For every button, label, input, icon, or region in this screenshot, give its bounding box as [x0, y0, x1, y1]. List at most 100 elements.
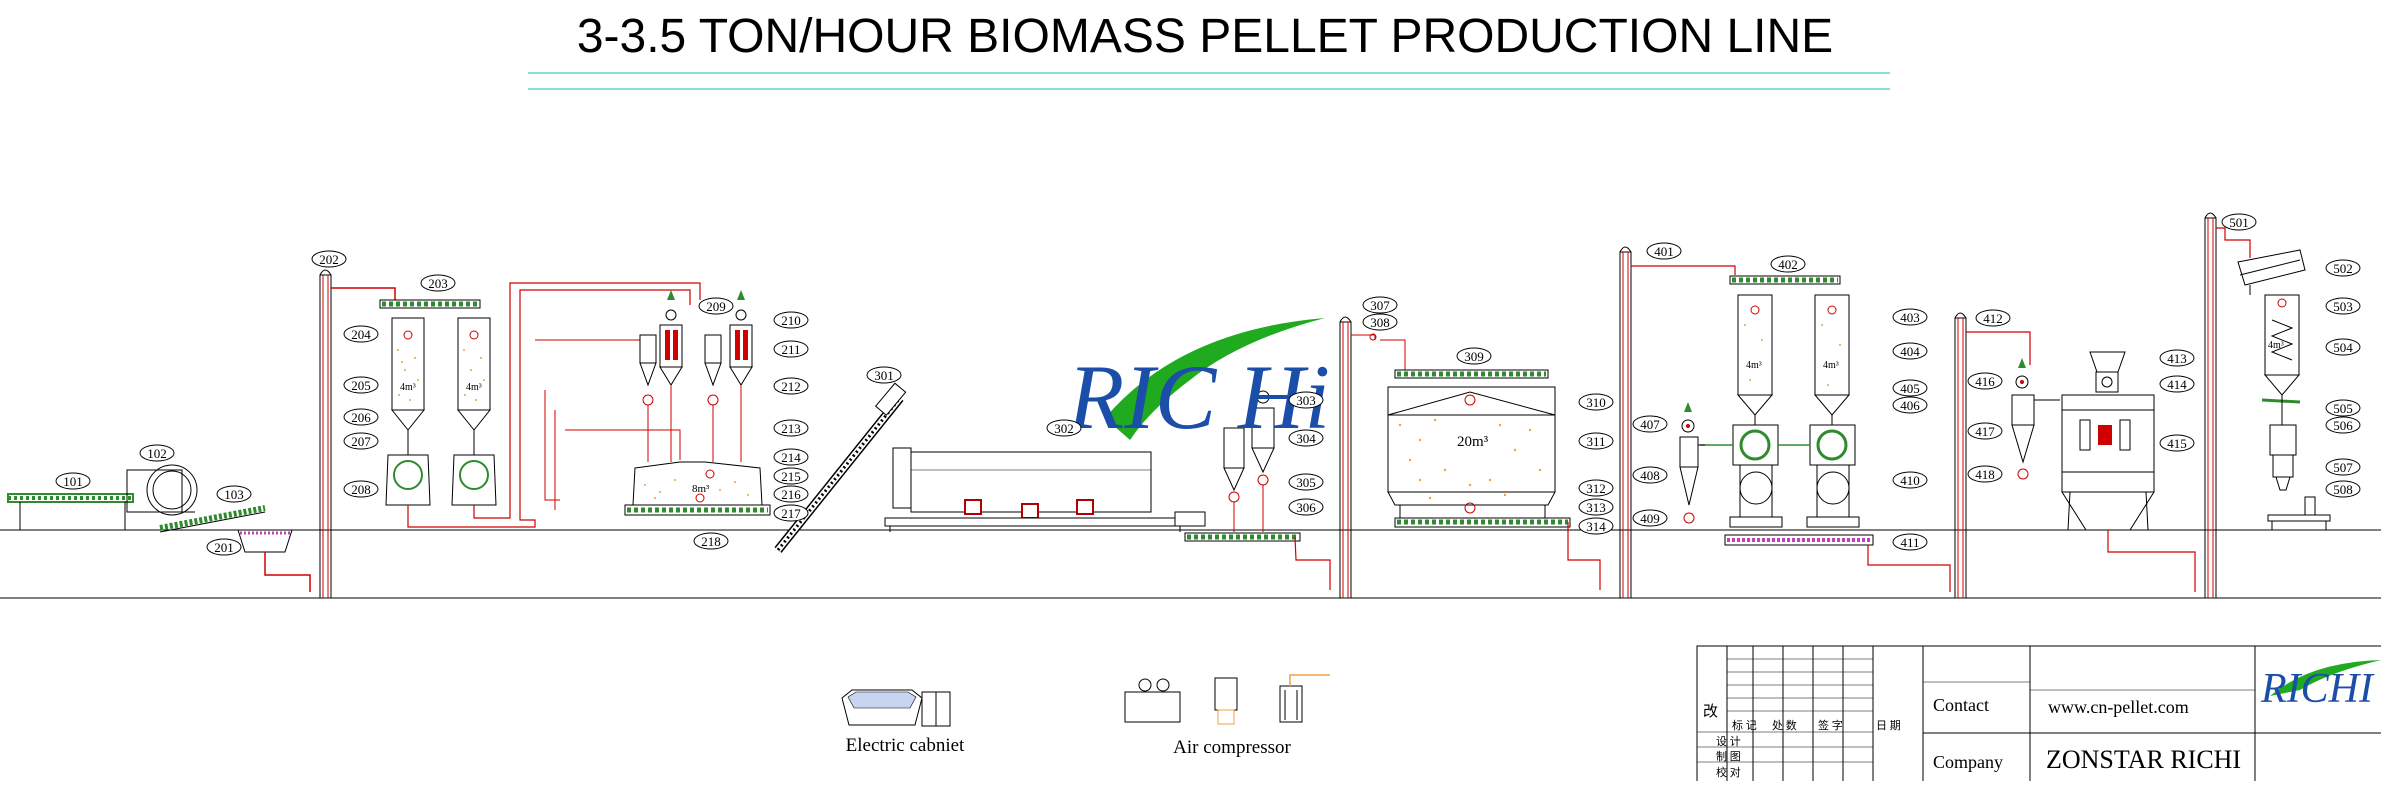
callout-313: 313: [1578, 498, 1614, 516]
callout-302: 302: [1046, 419, 1082, 437]
callout-405: 405: [1892, 379, 1928, 397]
svg-text:Contact: Contact: [1933, 695, 1989, 715]
callout-501: 501: [2221, 213, 2257, 231]
callout-503: 503: [2325, 297, 2361, 315]
svg-text:ZONSTAR RICHI: ZONSTAR RICHI: [2046, 745, 2241, 774]
section-300: 20m³: [774, 316, 1601, 599]
bucket-elevator-412: [1954, 317, 1967, 599]
callout-217: 217: [773, 504, 809, 522]
svg-text:RIC: RIC: [1067, 346, 1218, 448]
svg-text:307: 307: [1370, 298, 1390, 313]
svg-text:设 计: 设 计: [1716, 735, 1741, 748]
callout-402: 402: [1770, 255, 1806, 273]
pellet-mill-silos: 4m³ 4m³: [1736, 294, 1851, 416]
callout-205: 205: [343, 376, 379, 394]
callout-414: 414: [2159, 375, 2195, 393]
svg-text:501: 501: [2229, 215, 2249, 230]
svg-text:308: 308: [1370, 315, 1390, 330]
callout-301: 301: [866, 366, 902, 384]
callout-504: 504: [2325, 338, 2361, 356]
counterflow-cooler-415: [2061, 351, 2155, 531]
svg-text:407: 407: [1640, 417, 1660, 432]
svg-text:Air compressor: Air compressor: [1173, 737, 1291, 758]
callout-412: 412: [1975, 309, 2011, 327]
svg-text:103: 103: [224, 487, 244, 502]
callout-101: 101: [55, 472, 91, 490]
callout-103: 103: [216, 485, 252, 503]
callout-406: 406: [1892, 396, 1928, 414]
hopper-201: [237, 529, 293, 553]
callout-506: 506: [2325, 416, 2361, 434]
callout-202: 202: [311, 250, 347, 268]
callout-216: 216: [773, 485, 809, 503]
callout-411: 411: [1892, 533, 1928, 551]
svg-text:503: 503: [2333, 299, 2353, 314]
svg-text:208: 208: [351, 482, 371, 497]
svg-text:507: 507: [2333, 460, 2353, 475]
section-500: 4m³: [2204, 212, 2331, 599]
bucket-elevator-202: [319, 274, 332, 599]
svg-text:309: 309: [1464, 349, 1484, 364]
svg-text:311: 311: [1586, 434, 1605, 449]
callout-212: 212: [773, 377, 809, 395]
bin-218: 8m³: [624, 461, 771, 516]
svg-text:305: 305: [1296, 475, 1316, 490]
svg-text:Company: Company: [1933, 752, 2003, 772]
svg-text:416: 416: [1975, 374, 1995, 389]
svg-text:签 字: 签 字: [1818, 718, 1843, 732]
svg-text:409: 409: [1640, 511, 1660, 526]
svg-text:402: 402: [1778, 257, 1798, 272]
callout-416: 416: [1967, 372, 2003, 390]
svg-text:418: 418: [1975, 467, 1995, 482]
silo-right: 4m³: [451, 317, 497, 506]
svg-text:214: 214: [781, 450, 801, 465]
bucket-elevator-307: [1339, 321, 1352, 599]
svg-text:8m³: 8m³: [692, 483, 710, 495]
svg-text:302: 302: [1054, 421, 1074, 436]
callout-311: 311: [1578, 432, 1614, 450]
svg-text:4m³: 4m³: [1823, 360, 1839, 371]
svg-text:301: 301: [874, 368, 894, 383]
callout-401: 401: [1646, 242, 1682, 260]
callout-314: 314: [1578, 517, 1614, 535]
screener-502: [2237, 249, 2306, 295]
svg-text:日 期: 日 期: [1876, 719, 1901, 732]
callout-413: 413: [2159, 349, 2195, 367]
callout-307: 307: [1362, 296, 1398, 314]
callout-417: 417: [1967, 422, 2003, 440]
callout-305: 305: [1288, 473, 1324, 491]
svg-text:209: 209: [706, 299, 726, 314]
svg-text:207: 207: [351, 434, 371, 449]
svg-text:213: 213: [781, 421, 801, 436]
screw-conveyor-306: [1184, 532, 1301, 542]
svg-text:401: 401: [1654, 244, 1674, 259]
svg-text:506: 506: [2333, 418, 2353, 433]
bucket-elevator-501: [2204, 217, 2217, 599]
cyclone-303-304: [1223, 390, 1275, 532]
section-100: [7, 464, 311, 592]
title-block: 改 标 记 处 数 签 字 日 期 设 计 制 图 校 对 Contact ww…: [1696, 645, 2381, 786]
svg-text:304: 304: [1296, 431, 1316, 446]
svg-text:4m³: 4m³: [400, 382, 416, 393]
callout-410: 410: [1892, 471, 1928, 489]
svg-text:102: 102: [147, 446, 167, 461]
svg-text:405: 405: [1900, 381, 1920, 396]
cyclone-group-209: [639, 290, 753, 462]
cyclone-417: [2011, 358, 2060, 480]
callout-211: 211: [773, 340, 809, 358]
callout-218: 218: [693, 532, 729, 550]
silo-left: 4m³: [385, 317, 431, 506]
rotary-dryer-302: [884, 447, 1206, 532]
svg-text:403: 403: [1900, 310, 1920, 325]
callout-203: 203: [420, 274, 456, 292]
svg-text:制 图: 制 图: [1716, 750, 1741, 763]
section-200: 4m³ 4m³: [319, 269, 771, 599]
storage-bin-309: 20m³: [1387, 369, 1571, 528]
callout-215: 215: [773, 467, 809, 485]
callout-304: 304: [1288, 429, 1324, 447]
crusher-102: [126, 464, 198, 516]
svg-text:505: 505: [2333, 401, 2353, 416]
svg-text:415: 415: [2167, 436, 2187, 451]
callout-502: 502: [2325, 259, 2361, 277]
callout-213: 213: [773, 419, 809, 437]
